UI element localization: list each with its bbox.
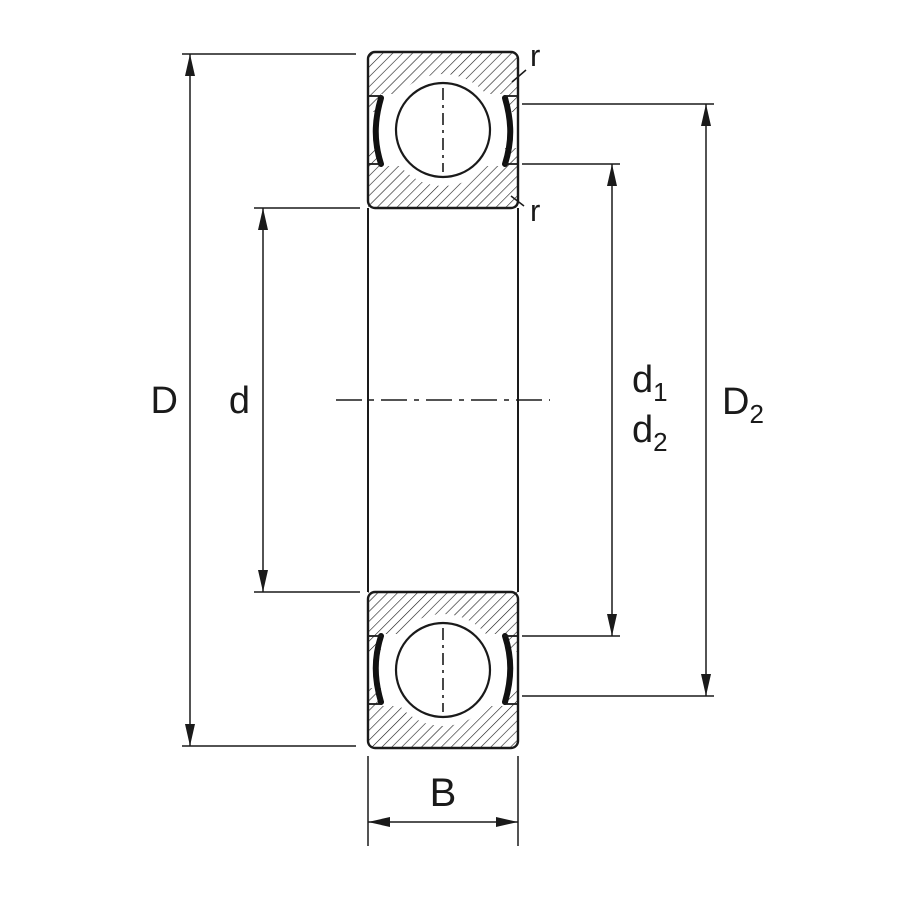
label-d2-base: d [632,409,653,451]
radius-label-inner: r [510,193,540,228]
seal-right-bottom [502,633,514,705]
label-B: B [430,771,457,815]
label-d: d [229,380,250,422]
arrowhead-up [607,164,617,186]
dimension-d1-d2: d1 d2 [522,163,668,637]
label-d2: d2 [632,409,668,457]
dimension-D2: D2 [522,103,764,697]
dimension-B: B [367,756,519,846]
label-d1-base: d [632,359,653,401]
arrowhead-left [368,817,390,827]
label-r-outer: r [530,38,540,73]
seal-seat-lines [368,95,518,705]
arrowhead-up [258,208,268,230]
label-d2-sub: 2 [653,427,667,457]
leader-line [510,195,525,207]
arrowhead-up [701,104,711,126]
top-section-outline [366,50,520,210]
radius-label-outer: r [511,38,540,83]
bottom-section-outline [366,590,520,750]
arrowhead-up [185,54,195,76]
seal-left-top [372,95,384,167]
arrowhead-down [607,614,617,636]
label-D2-sub: 2 [749,399,763,429]
dimension-D: D [151,53,356,747]
rolling-elements [387,74,499,726]
label-r-inner: r [530,193,540,228]
label-D2-base: D [722,381,749,423]
label-d1-sub: 1 [653,377,667,407]
seals [372,95,514,705]
label-D2: D2 [722,381,764,429]
seal-right-top [502,95,514,167]
arrowhead-right [496,817,518,827]
dimension-d: d [229,207,360,593]
bearing-cross-section [336,50,550,750]
label-D: D [151,380,178,422]
arrowhead-down [258,570,268,592]
seal-left-bottom [372,633,384,705]
leader-line [511,69,527,83]
label-d1: d1 [632,359,668,407]
arrowhead-down [701,674,711,696]
arrowhead-down [185,724,195,746]
